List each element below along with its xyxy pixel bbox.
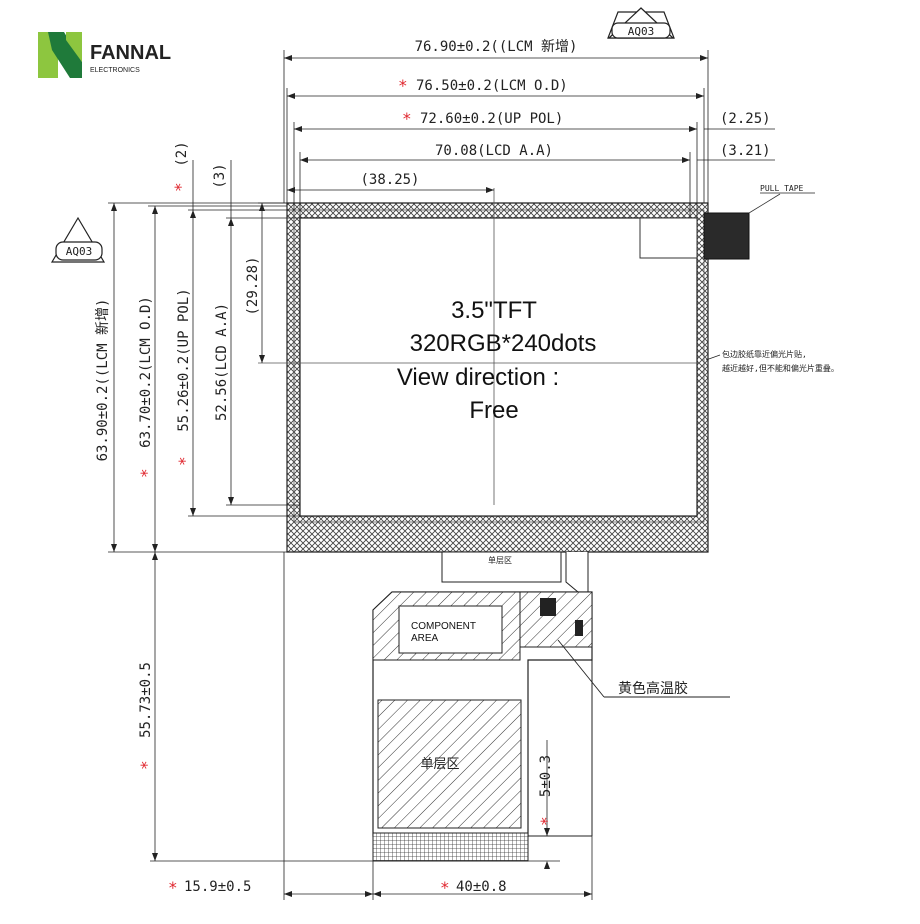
resolution-label: 320RGB*240dots [410, 330, 597, 357]
revision-badge-left: AQ03 [50, 216, 106, 263]
asterisk-w-lcm-od: * [398, 76, 408, 95]
logo-brand: FANNAL [90, 42, 171, 64]
dim-height-up-pol: 55.26±0.2(UP POL) [176, 288, 192, 431]
logo-mark-diagonal [48, 32, 82, 78]
dim-fpc-width: 40±0.8 [456, 879, 507, 895]
lcm-module [258, 188, 781, 553]
single-layer-area [377, 699, 522, 829]
dim-top-3: (3) [212, 163, 228, 188]
badge-top-text: AQ03 [628, 25, 655, 38]
view-direction-label: View direction : [397, 364, 559, 391]
dim-half-height: (29.28) [245, 256, 261, 315]
logo-mark-right [66, 32, 82, 62]
fpc-side-strip [565, 552, 589, 593]
dim-height-lcm-od: 63.70±0.2(LCM O.D) [138, 296, 154, 448]
dim-fpc-length: 55.73±0.5 [138, 662, 154, 738]
component-area-label-2: AREA [411, 633, 439, 644]
asterisk-w-up-pol: * [402, 109, 412, 128]
fpc-neck-label: 单层区 [488, 555, 512, 565]
lcd-active-area [299, 217, 698, 517]
tape-note-line2: 越近越好,但不能和偏光片重叠。 [722, 363, 839, 373]
connector-pads [540, 598, 556, 616]
fpc-tail: 单层区 COMPONENT AREA 单层区 [372, 551, 593, 862]
dim-fpc-tab: 5±0.3 [538, 755, 554, 797]
dim-width-lcm-od: 76.50±0.2(LCM O.D) [416, 78, 568, 94]
pull-tape-pad [639, 217, 698, 259]
pull-tape [703, 212, 750, 260]
pull-tape-label: PULL TAPE [760, 184, 804, 193]
dim-width-lcm-new: 76.90±0.2((LCM 新增) [415, 39, 578, 55]
tape-note-line1: 包边胶纸靠近偏光片贴, [722, 349, 807, 359]
yellow-tape-label: 黄色高温胶 [618, 680, 688, 697]
asterisk-h-2: * [171, 182, 190, 192]
gold-finger [372, 832, 529, 862]
component-area-label-1: COMPONENT [411, 621, 476, 632]
dim-fpc-offset: 15.9±0.5 [184, 879, 251, 895]
dim-right-321: (3.21) [720, 143, 771, 159]
dim-height-lcm-new: 63.90±0.2((LCM 新增) [95, 299, 111, 462]
badge-left-text: AQ03 [66, 245, 93, 258]
single-layer-label: 单层区 [420, 757, 459, 772]
revision-badge-top: AQ03 [607, 7, 675, 39]
dim-right-225: (2.25) [720, 111, 771, 127]
asterisk-h-lcm-od: * [137, 468, 156, 478]
view-direction-value: Free [469, 397, 518, 424]
fpc-neck [441, 551, 562, 583]
logo-subtitle: ELECTRONICS [90, 67, 140, 74]
asterisk-fpc-len: * [137, 760, 156, 770]
upper-polarizer-outline [293, 209, 705, 523]
dim-top-2: (2) [174, 141, 190, 166]
asterisk-fpc-offset: * [168, 878, 178, 897]
dim-height-lcd-aa: 52.56(LCD A.A) [214, 303, 230, 421]
dim-width-up-pol: 72.60±0.2(UP POL) [420, 111, 563, 127]
dim-width-lcd-aa: 70.08(LCD A.A) [435, 143, 553, 159]
component-area-box [398, 605, 503, 654]
asterisk-fpc-tab: * [537, 816, 556, 826]
asterisk-h-up-pol: * [175, 456, 194, 466]
asterisk-fpc-width: * [440, 878, 450, 897]
dim-half-width: (38.25) [360, 172, 419, 188]
fannal-logo: FANNAL ELECTRONICS [38, 32, 171, 78]
display-size-label: 3.5"TFT [451, 297, 537, 324]
